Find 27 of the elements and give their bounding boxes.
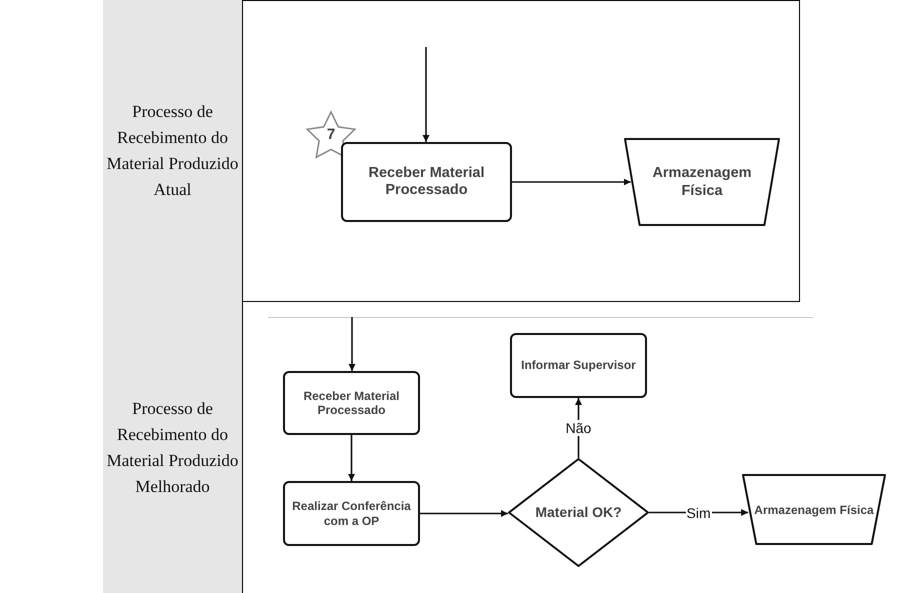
process-box (510, 333, 647, 398)
storage-trapezoid (740, 474, 888, 546)
node-label: Informar Supervisor (520, 358, 637, 373)
arrow (420, 510, 508, 517)
step-number-star (305, 110, 357, 160)
decision-diamond (508, 458, 649, 567)
edge-label: Não (564, 420, 592, 436)
arrow (348, 317, 356, 371)
node-label: Receber Material Processado (367, 164, 486, 200)
arrow (422, 47, 430, 142)
node-label: Armazenagem Física (651, 165, 753, 200)
arrow (512, 178, 631, 186)
node-label: Armazenagem Física (753, 502, 875, 518)
node-label: 7 (326, 126, 336, 144)
process-box (283, 371, 420, 435)
node-label: Realizar Conferência com a OP (291, 499, 412, 528)
node-label: Receber Material Processado (302, 388, 401, 418)
table-header-cell (103, 0, 243, 302)
process-title: Processo de Recebimento do Material Produzido Melhorado (106, 398, 238, 498)
edge-label: Sim (686, 504, 712, 520)
process-title: Processo de Recebimento do Material Produzido Atual (106, 101, 238, 201)
process-box (341, 142, 512, 222)
table-header-cell (103, 302, 243, 593)
arrow (348, 435, 355, 481)
node-label: Material OK? (535, 504, 622, 521)
storage-trapezoid (622, 138, 782, 227)
process-box (283, 481, 420, 546)
